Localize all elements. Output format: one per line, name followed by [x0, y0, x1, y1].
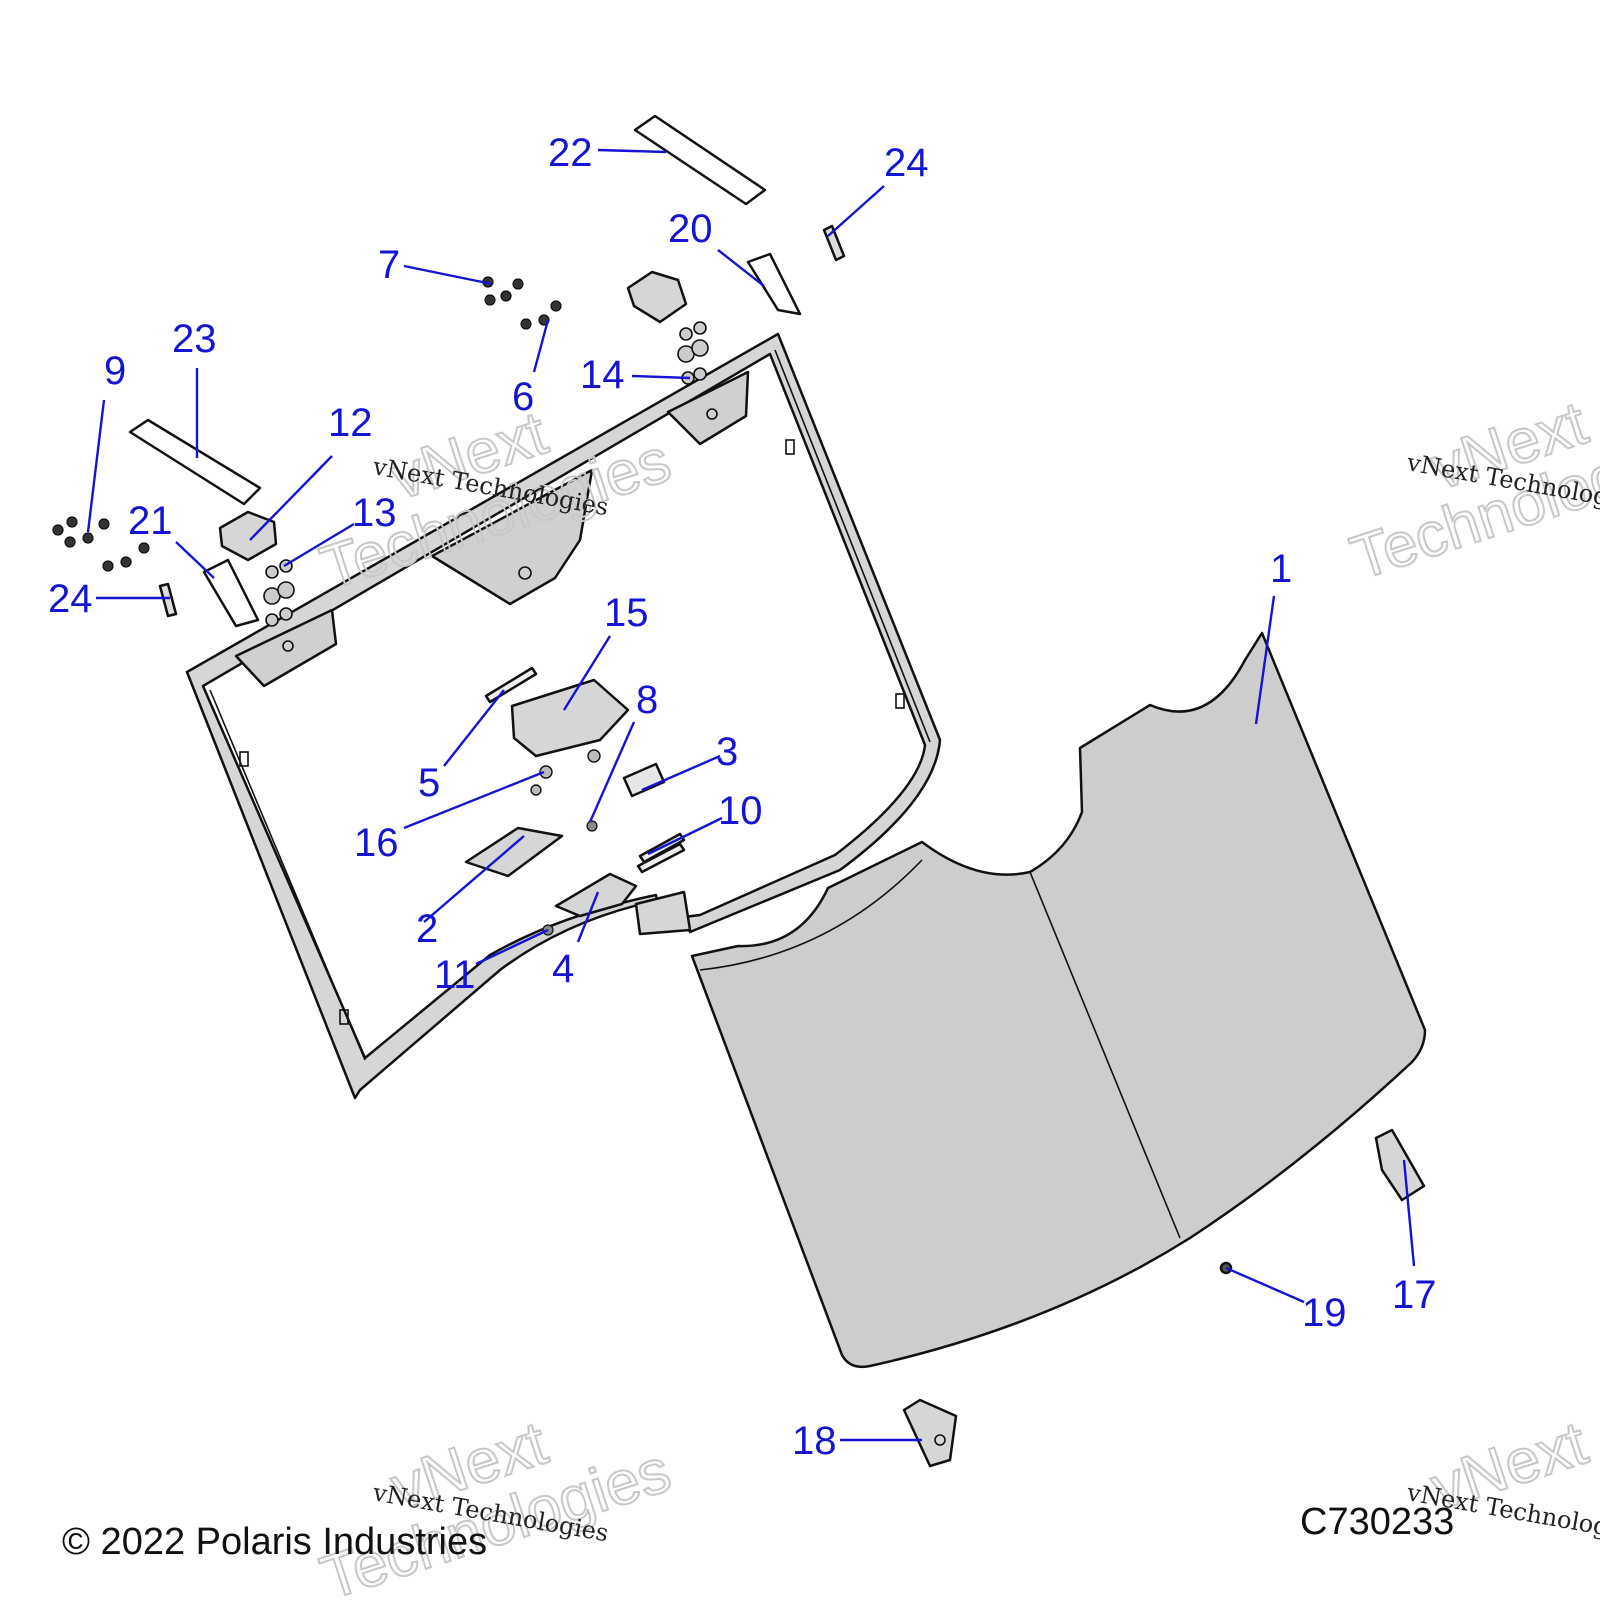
callout-12: 12 [328, 401, 373, 445]
part-20-plate [746, 252, 802, 316]
callout-22: 22 [548, 131, 593, 175]
callout-9: 9 [104, 349, 126, 393]
callout-10: 10 [718, 789, 763, 833]
callout-13: 13 [352, 491, 397, 535]
glass-panel [690, 631, 1427, 1369]
callout-labels: 1 2 3 4 5 6 7 8 9 10 11 12 13 14 15 16 1… [48, 131, 1437, 1463]
callout-2: 2 [416, 907, 438, 951]
callout-19: 19 [1302, 1291, 1347, 1335]
callout-8: 8 [636, 678, 658, 722]
grommet-stack-13 [263, 559, 295, 627]
part-17-bracket [1374, 1128, 1426, 1202]
callout-18: 18 [792, 1419, 837, 1463]
part-3-tube [622, 762, 666, 798]
callout-1: 1 [1270, 547, 1292, 591]
callout-20: 20 [668, 207, 713, 251]
part-21-plate [202, 558, 260, 628]
nut-8 [586, 820, 598, 832]
callout-5: 5 [418, 761, 440, 805]
nuts-16 [530, 749, 601, 796]
part-10-pins [636, 832, 686, 874]
hinge-block-right [626, 270, 688, 324]
callout-11: 11 [434, 953, 476, 997]
callout-15: 15 [604, 591, 649, 635]
windshield-frame [185, 332, 942, 1100]
callout-16: 16 [354, 821, 399, 865]
callout-7: 7 [378, 243, 400, 287]
callout-23: 23 [172, 317, 217, 361]
part-2-bracket [464, 826, 564, 878]
leader-lines [86, 148, 1416, 1442]
callout-17: 17 [1392, 1273, 1437, 1317]
callout-3: 3 [716, 730, 738, 774]
callout-24-left: 24 [48, 577, 93, 621]
callout-6: 6 [512, 375, 534, 419]
part-12-hinge-block [218, 510, 278, 562]
part-15-latch [510, 678, 630, 758]
callout-4: 4 [552, 947, 574, 991]
callout-14: 14 [580, 353, 625, 397]
part-24-pin-left [158, 582, 178, 618]
nut-cluster-9 [52, 516, 150, 572]
nut-cluster-7 [482, 276, 524, 306]
callout-21: 21 [128, 499, 173, 543]
nut-cluster-6 [520, 300, 562, 330]
copyright-text: © 2022 Polaris Industries [62, 1521, 487, 1563]
figure-id: C730233 [1300, 1501, 1454, 1543]
watermark-bottom: vNext Technologies vNext Technologies [312, 1408, 680, 1600]
callout-24-top: 24 [884, 141, 929, 185]
watermark-right: vNext Technologies vNext Technologies [1342, 388, 1600, 595]
part-5-pin [484, 666, 538, 704]
part-18-bracket [902, 1398, 958, 1468]
grommet-stack-14 [677, 321, 709, 385]
part-22-strip [633, 114, 767, 206]
part-23-strip [128, 418, 262, 506]
